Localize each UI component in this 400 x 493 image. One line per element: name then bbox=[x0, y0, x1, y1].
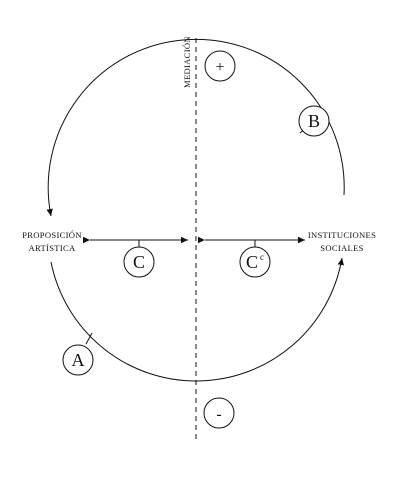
right-label-line2: SOCIALES bbox=[320, 243, 363, 253]
marker-c-right-label: C bbox=[246, 252, 258, 272]
marker-b-circle bbox=[298, 105, 330, 137]
marker-c-right-superscript: c bbox=[260, 252, 264, 262]
lower-arc bbox=[50, 257, 344, 382]
mediation-axis-label: MEDIACIÓN bbox=[182, 36, 192, 88]
marker-a-circle bbox=[62, 344, 94, 376]
plus-circle bbox=[204, 50, 236, 82]
marker-b-label: B bbox=[308, 111, 320, 131]
marker-c-left-circle bbox=[123, 246, 155, 278]
left-label-line1: PROPOSICIÓN bbox=[22, 230, 82, 240]
right-label-line1: INSTITUCIONES bbox=[308, 230, 376, 240]
marker-c-right-circle bbox=[239, 246, 271, 278]
left-label-line2: ARTÍSTICA bbox=[28, 243, 76, 253]
minus-sign: - bbox=[216, 406, 221, 423]
minus-circle bbox=[203, 397, 235, 429]
marker-a-tick bbox=[85, 332, 93, 345]
marker-c-left-label: C bbox=[133, 252, 145, 272]
marker-a-label: A bbox=[72, 350, 85, 370]
plus-sign: + bbox=[215, 59, 224, 76]
